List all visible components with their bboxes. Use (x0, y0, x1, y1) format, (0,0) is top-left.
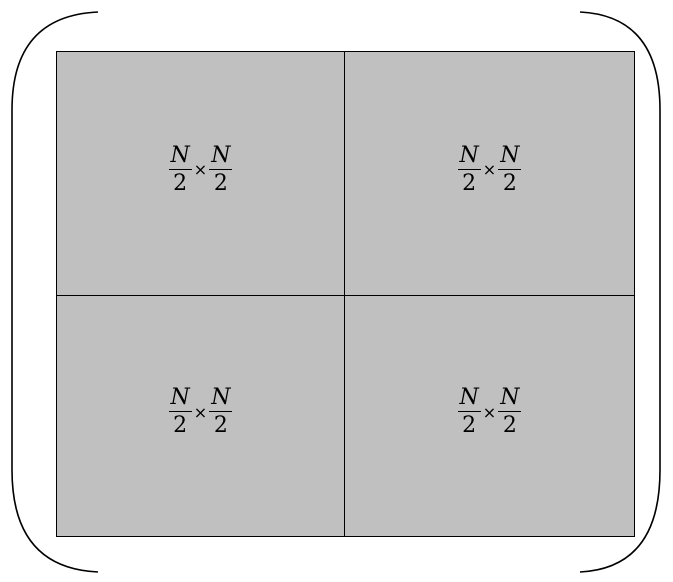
left-bracket (11, 11, 99, 573)
block-size-expression: N 2 × N 2 (457, 385, 522, 438)
numerator: N (168, 142, 192, 170)
fraction: N 2 (457, 385, 481, 438)
denominator: 2 (173, 413, 188, 438)
denominator: 2 (173, 170, 188, 196)
fraction: N 2 (498, 385, 522, 438)
block-bottom-right: N 2 × N 2 (345, 296, 634, 536)
block-bottom-left: N 2 × N 2 (57, 296, 345, 536)
block-matrix: N 2 × N 2 N 2 × N 2 N 2 (56, 51, 635, 537)
times-symbol: × (482, 160, 497, 179)
fraction: N 2 (168, 142, 192, 196)
numerator: N (498, 142, 522, 170)
denominator: 2 (462, 170, 477, 196)
denominator: 2 (502, 413, 517, 438)
times-symbol: × (193, 402, 208, 422)
denominator: 2 (462, 413, 477, 438)
block-size-expression: N 2 × N 2 (168, 385, 233, 438)
block-size-expression: N 2 × N 2 (168, 142, 233, 196)
fraction: N 2 (457, 142, 481, 196)
fraction: N 2 (498, 142, 522, 196)
denominator: 2 (213, 170, 228, 196)
numerator: N (457, 385, 481, 412)
numerator: N (209, 142, 233, 170)
block-top-right: N 2 × N 2 (345, 52, 634, 296)
numerator: N (457, 142, 481, 170)
numerator: N (168, 385, 192, 412)
block-size-expression: N 2 × N 2 (457, 142, 522, 196)
fraction: N 2 (209, 142, 233, 196)
block-top-left: N 2 × N 2 (57, 52, 345, 296)
numerator: N (209, 385, 233, 412)
times-symbol: × (482, 402, 497, 422)
right-bracket (579, 11, 661, 573)
denominator: 2 (213, 413, 228, 438)
fraction: N 2 (168, 385, 192, 438)
numerator: N (498, 385, 522, 412)
fraction: N 2 (209, 385, 233, 438)
denominator: 2 (502, 170, 517, 196)
times-symbol: × (193, 160, 208, 179)
